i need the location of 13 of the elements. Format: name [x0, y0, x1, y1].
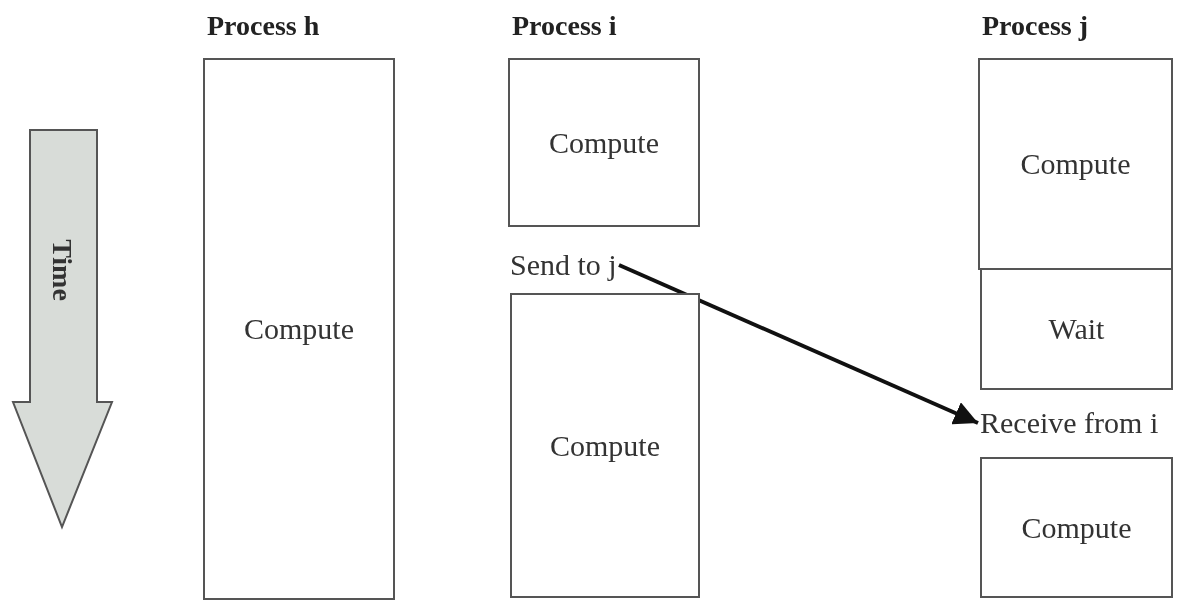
activity-box: Wait	[980, 268, 1173, 390]
process-heading: Process i	[512, 10, 617, 42]
message-arrow	[618, 263, 979, 425]
activity-box: Compute	[978, 58, 1173, 270]
axis-label: Time	[45, 239, 78, 301]
activity-box: Compute	[510, 293, 700, 598]
message-label: Send to j	[510, 248, 617, 282]
process-heading: Process h	[207, 10, 320, 42]
activity-box: Compute	[203, 58, 395, 600]
activity-box: Compute	[508, 58, 700, 227]
process-heading: Process j	[982, 10, 1088, 42]
activity-box: Compute	[980, 457, 1173, 598]
message-label: Receive from i	[980, 406, 1159, 440]
